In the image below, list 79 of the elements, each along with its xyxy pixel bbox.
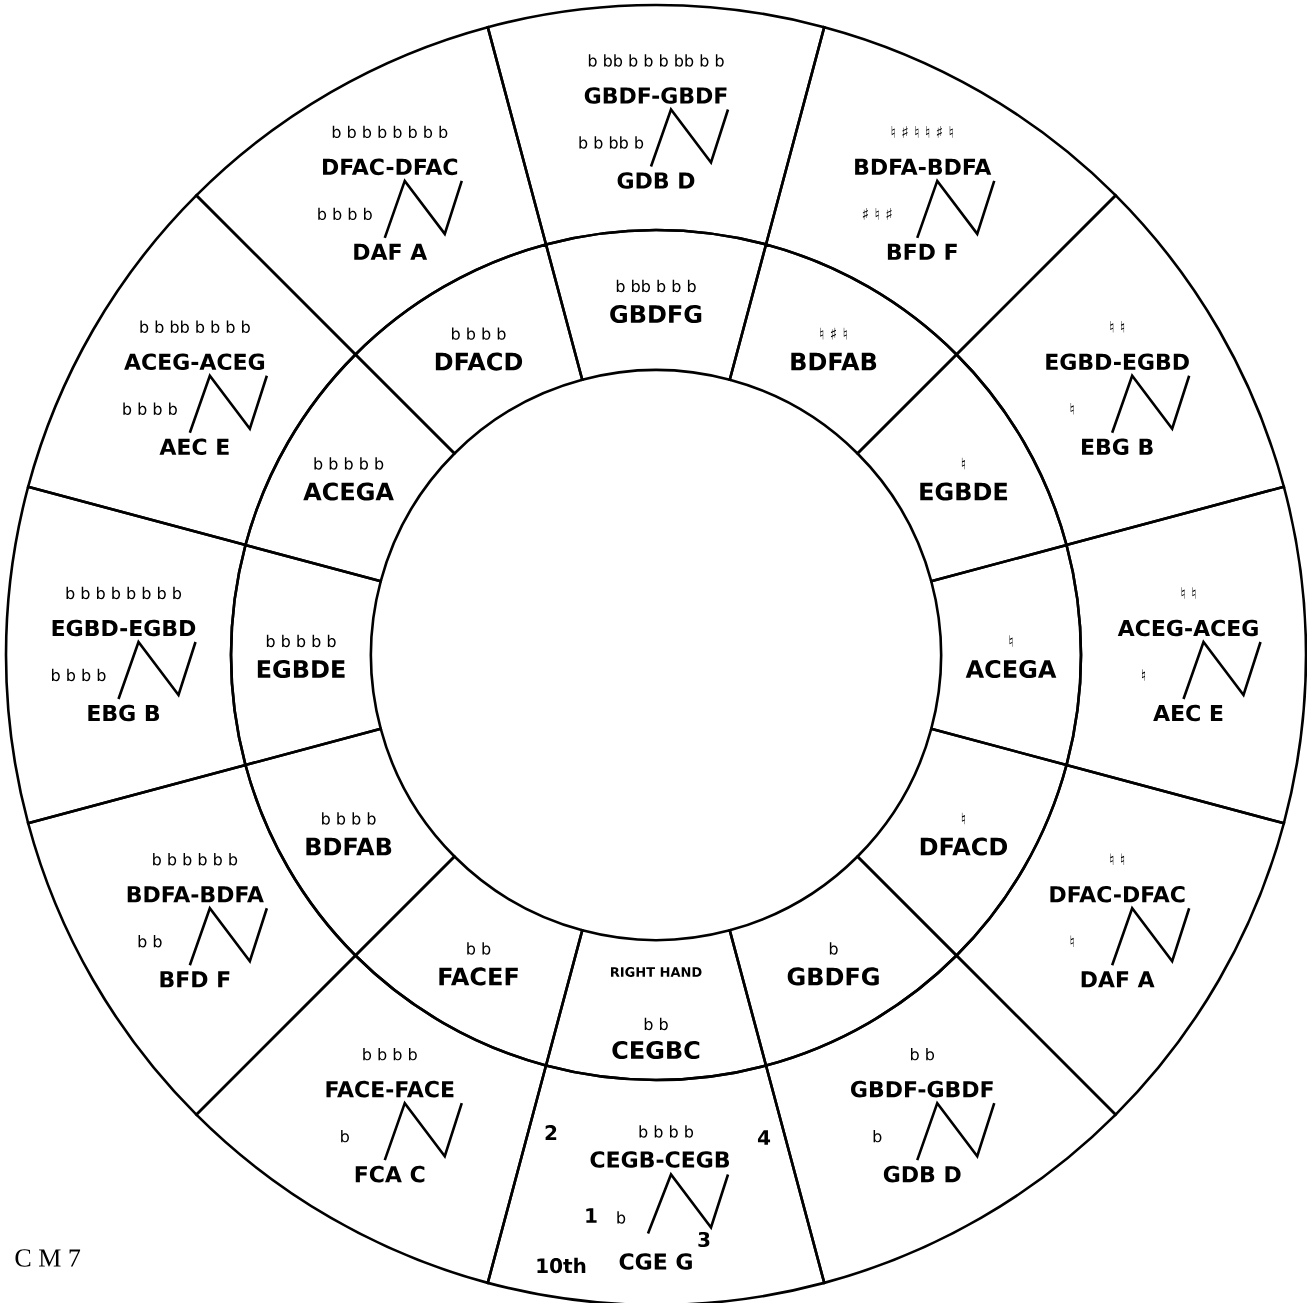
accidental-marks: ♮ ♯ ♮ ♮ ♯ ♮ bbox=[891, 126, 953, 138]
chord-letters: DAF A bbox=[1081, 971, 1155, 988]
accidental-marks: b b b b bbox=[452, 327, 506, 340]
accidental-marks: ♮ bbox=[961, 812, 965, 825]
chord-letters: FCA C bbox=[355, 1165, 425, 1183]
accidental-marks: b b bb b b b b bbox=[140, 320, 250, 333]
chord-letters: GBDFG bbox=[610, 304, 702, 324]
chord-letters: BDFAB bbox=[306, 837, 392, 856]
chord-letters: BFD F bbox=[887, 243, 957, 260]
accidental-marks: ♮ bbox=[1009, 635, 1013, 647]
accidental-marks: ♮ ♯ ♮ bbox=[820, 327, 847, 340]
accidental-marks: b b b b bbox=[123, 402, 177, 415]
hand-label: RIGHT HAND bbox=[611, 967, 702, 977]
accidental-marks: b b bbox=[644, 1017, 668, 1031]
chord-letters: DAF A bbox=[354, 243, 428, 260]
finger-number: 10th bbox=[537, 1257, 586, 1274]
finger-number: 1 bbox=[586, 1208, 597, 1223]
accidental-marks: b b bbox=[138, 935, 162, 948]
accidental-marks: ♯ ♮ ♯ bbox=[862, 208, 892, 220]
chord-letters: EGBDE bbox=[257, 659, 345, 679]
accidental-marks: ♮ ♮ bbox=[1181, 587, 1196, 599]
accidental-marks: b bb b b b bbox=[616, 279, 696, 293]
accidental-marks: b b b b bbox=[363, 1048, 417, 1061]
accidental-marks: b b b b b bbox=[266, 634, 336, 648]
chord-letters: EBG B bbox=[88, 704, 160, 722]
chord-letters: DFACD bbox=[435, 352, 523, 371]
accidental-marks: b b b b bbox=[639, 1125, 694, 1138]
chord-letters: GBDF-GBDF bbox=[584, 87, 727, 104]
finger-number: 3 bbox=[698, 1231, 710, 1248]
accidental-marks: b b b b b b bbox=[153, 853, 238, 866]
chord-letters: GBDFG bbox=[787, 967, 879, 986]
accidental-marks: b b b b b b b b bbox=[332, 125, 448, 139]
accidental-marks: ♮ ♮ bbox=[1110, 853, 1125, 866]
chord-letters: ACEGA bbox=[303, 482, 394, 501]
chord-letters: DFAC-DFAC bbox=[323, 158, 458, 176]
accidental-marks: b b bbox=[911, 1048, 935, 1061]
accidental-marks: b bbox=[829, 942, 838, 955]
chord-letters: BDFAB bbox=[791, 352, 877, 371]
accidental-marks: b b bbox=[467, 942, 491, 955]
chord-letters: BFD F bbox=[160, 971, 230, 988]
accidental-marks: b bb b b b bb b b bbox=[588, 54, 724, 67]
accidental-marks: b b b b bbox=[322, 812, 376, 825]
chord-letters: GBDF-GBDF bbox=[851, 1080, 993, 1098]
chord-letters: AEC E bbox=[1153, 704, 1223, 722]
chord-letters: AEC E bbox=[159, 438, 229, 456]
chord-letters: ACEG-ACEG bbox=[124, 353, 265, 371]
accidental-marks: ♮ bbox=[1070, 402, 1074, 415]
accidental-marks: b b b b bbox=[318, 207, 372, 221]
accidental-marks: ♮ bbox=[1142, 669, 1145, 681]
chord-letters: DFACD bbox=[920, 837, 1008, 856]
chord-letters: EGBD-EGBD bbox=[52, 619, 196, 637]
chord-letters: CEGB-CEGB bbox=[590, 1151, 729, 1168]
chord-letters: EGBDE bbox=[920, 482, 1008, 501]
accidental-marks: ♮ bbox=[1070, 935, 1074, 948]
chord-letters: BDFA-BDFA bbox=[855, 158, 992, 175]
accidental-marks: b b b b bbox=[52, 668, 106, 682]
chord-name: C M 7 bbox=[15, 1249, 81, 1267]
chord-letters: FACEF bbox=[439, 967, 518, 986]
accidental-marks: b b bb b bbox=[579, 136, 644, 149]
accidental-marks: ♮ bbox=[961, 457, 965, 470]
chord-letters: DFAC-DFAC bbox=[1050, 885, 1185, 903]
chord-letters: GDB D bbox=[883, 1165, 961, 1183]
chord-letters: ACEG-ACEG bbox=[1117, 619, 1258, 637]
accidental-marks: b bbox=[873, 1130, 882, 1143]
chord-letters: EBG B bbox=[1082, 438, 1153, 456]
chord-letters: FACE-FACE bbox=[326, 1080, 454, 1098]
accidental-marks: ♮ ♮ bbox=[1110, 320, 1125, 333]
chord-letters: CEGBC bbox=[612, 1040, 700, 1060]
chord-letters: GDB D bbox=[617, 172, 695, 189]
finger-number: 4 bbox=[757, 1130, 771, 1145]
chord-letters: EGBD-EGBD bbox=[1046, 353, 1189, 371]
accidental-marks: b bbox=[617, 1211, 626, 1224]
chord-letters: CGE G bbox=[619, 1253, 692, 1270]
finger-number: 2 bbox=[545, 1125, 557, 1140]
chord-letters: BDFA-BDFA bbox=[127, 886, 264, 903]
accidental-marks: b b b b b b b b bbox=[66, 586, 182, 600]
accidental-marks: b b b b b bbox=[314, 457, 384, 470]
accidental-marks: b bbox=[341, 1130, 349, 1143]
chord-letters: ACEGA bbox=[965, 659, 1057, 679]
